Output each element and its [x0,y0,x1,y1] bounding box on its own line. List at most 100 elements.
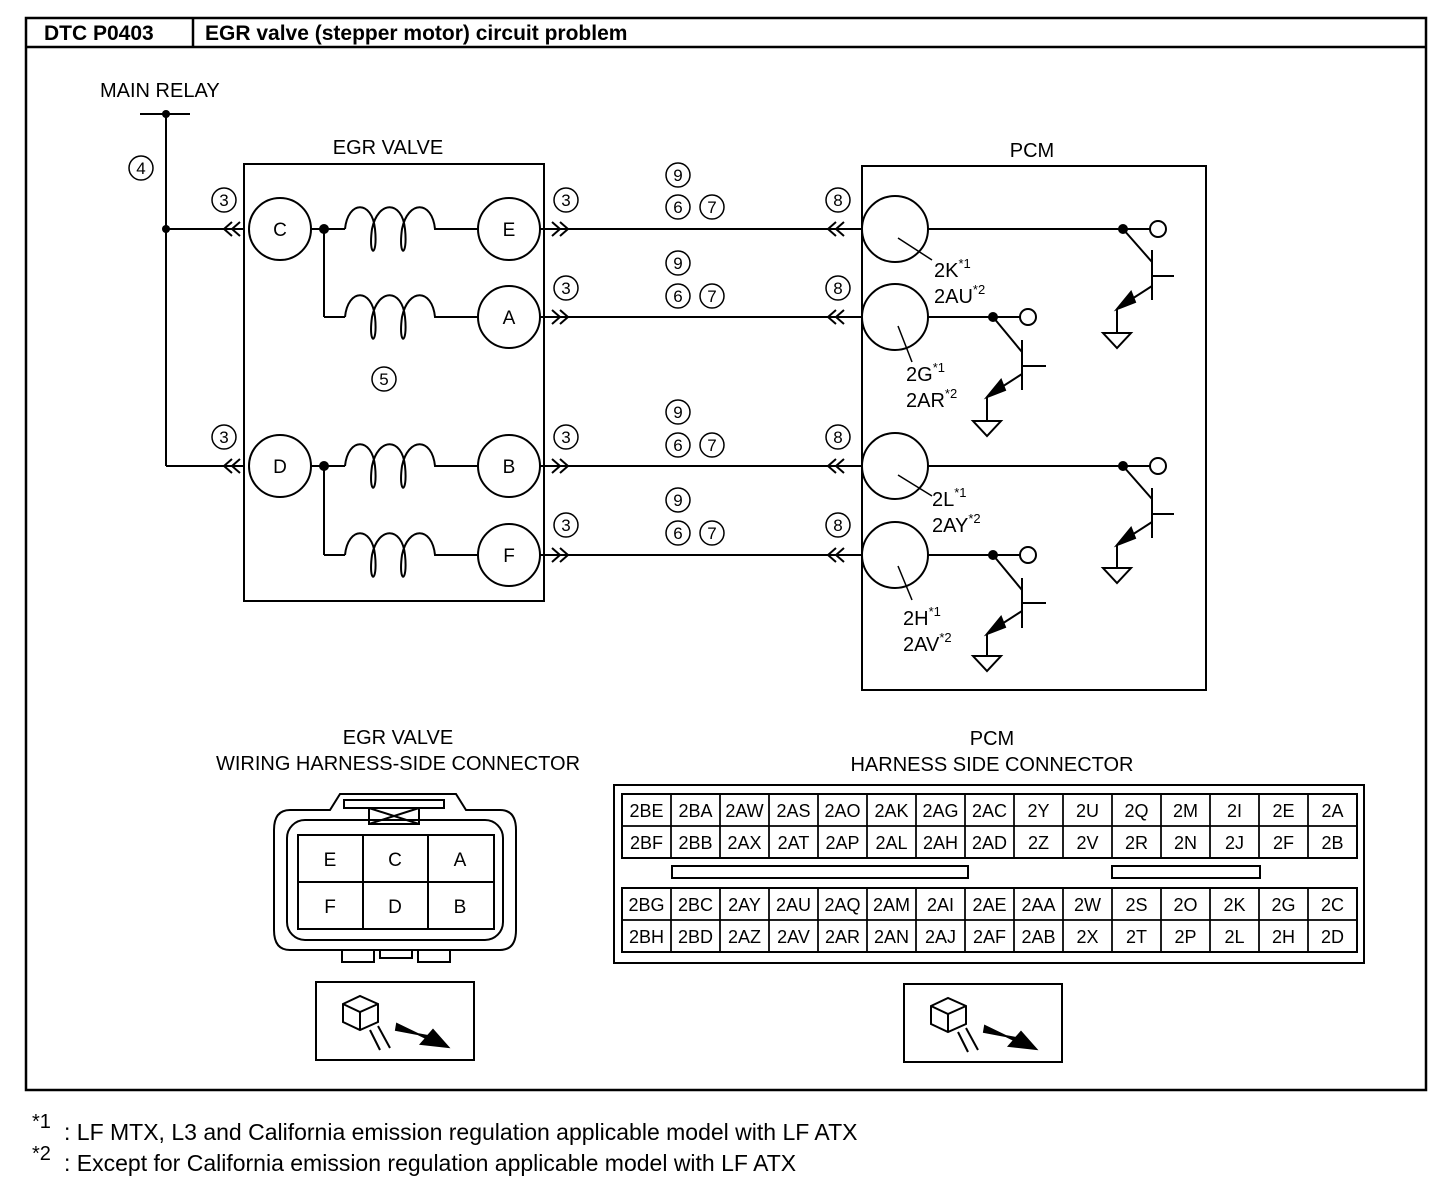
egr-terminal-c: C [248,197,312,261]
pcm-terminals [861,195,929,589]
svg-text:7: 7 [707,198,716,217]
svg-text:3: 3 [561,279,570,298]
svg-text:9: 9 [673,491,682,510]
pcm-connector-pin: 2T [1126,927,1147,947]
pcm-connector-pin: 2X [1076,927,1098,947]
egr-terminal-d: D [248,434,312,498]
svg-text:7: 7 [707,287,716,306]
pcm-connector-pin: 2N [1174,833,1197,853]
pcm-connector-pin: 2AY [728,895,761,915]
svg-text:3: 3 [219,191,228,210]
pcm-connector-pin: 2R [1125,833,1148,853]
pcm-box [861,165,1207,691]
svg-text:8: 8 [833,279,842,298]
pcm-connector-pin: 2BD [678,927,713,947]
pcm-connector-pin: 2AH [923,833,958,853]
egr-terminal-f: F [477,523,541,587]
svg-text:: LF MTX, L3 and California em: : LF MTX, L3 and California emission reg… [64,1119,857,1145]
svg-text:D: D [388,897,402,918]
pcm-connector-pin: 2BE [629,801,663,821]
pcm-connector-pin: 2AL [875,833,907,853]
pcm-connector-pin: 2AX [727,833,761,853]
pcm-connector-pin: 2AN [874,927,909,947]
egr-connector-title-1: EGR VALVE [343,727,453,749]
svg-text:8: 8 [833,516,842,535]
svg-text:9: 9 [673,166,682,185]
pcm-pin-label-4: 2H*1 2AV*2 [903,604,952,656]
pin-leaders [897,237,933,601]
pcm-connector-pin: 2P [1174,927,1196,947]
svg-text:3: 3 [219,428,228,447]
svg-text:: Except for California emissi: : Except for California emission regulat… [64,1150,796,1176]
svg-text:E: E [324,850,337,871]
pcm-connector-pin: 2G [1271,895,1295,915]
circled-4: 4 [128,155,154,181]
pcm-connector-pin: 2L [1224,927,1244,947]
svg-text:2H*1: 2H*1 [903,604,941,630]
pcm-pin-label-1: 2K*1 2AU*2 [934,256,985,308]
svg-text:2G*1: 2G*1 [906,360,945,386]
svg-text:D: D [273,457,287,478]
pcm-connector-pin: 2AO [824,801,860,821]
svg-text:2AY*2: 2AY*2 [932,511,981,537]
egr-valve-label: EGR VALVE [333,137,443,159]
pcm-connector-pin: 2Q [1124,801,1148,821]
egr-connector-pins: E C A F D B [324,850,467,918]
svg-text:6: 6 [673,436,682,455]
dtc-code: DTC P0403 [44,22,154,45]
pcm-connector-pin: 2AE [972,895,1006,915]
pcm-connector-pin: 2AI [927,895,954,915]
svg-text:3: 3 [561,516,570,535]
pcm-connector-pin: 2AS [776,801,810,821]
footnote-1: *1 : LF MTX, L3 and California emission … [32,1111,857,1145]
svg-text:7: 7 [707,436,716,455]
svg-text:F: F [324,897,336,918]
pcm-connector-pin: 2AM [873,895,910,915]
svg-text:F: F [503,546,515,567]
pcm-connector-pin: 2E [1272,801,1294,821]
footnote-2: *2 : Except for California emission regu… [32,1143,796,1176]
svg-text:6: 6 [673,524,682,543]
pcm-connector-pin: 2BF [630,833,663,853]
svg-text:2AR*2: 2AR*2 [906,386,957,412]
pcm-connector-title-2: HARNESS SIDE CONNECTOR [850,754,1133,776]
pcm-connector-pin: 2S [1125,895,1147,915]
pcm-pin-label-2: 2G*1 2AR*2 [906,360,957,412]
pcm-connector-pin: 2BH [629,927,664,947]
pcm-connector-pin: 2AF [973,927,1006,947]
svg-text:2AV*2: 2AV*2 [903,630,952,656]
pcm-connector-face [613,784,1365,964]
pcm-connector-pin: 2U [1076,801,1099,821]
pcm-connector-pin: 2AG [922,801,958,821]
pcm-connector-pin: 2A [1321,801,1343,821]
egr-terminal-a: A [477,285,541,349]
egr-connector-title-2: WIRING HARNESS-SIDE CONNECTOR [216,753,580,775]
svg-text:B: B [503,457,516,478]
pcm-connector-pin: 2AW [725,801,763,821]
pcm-connector-cell [1307,919,1358,953]
pcm-connector-pin: 2BA [678,801,712,821]
pcm-connector-pin: 2AR [825,927,860,947]
svg-text:A: A [503,308,516,329]
svg-text:3: 3 [561,428,570,447]
svg-text:7: 7 [707,524,716,543]
svg-text:C: C [273,220,287,241]
pcm-connector-pin: 2W [1074,895,1101,915]
pcm-connector-pin: 2O [1173,895,1197,915]
dtc-title: EGR valve (stepper motor) circuit proble… [205,22,627,45]
egr-connector-face [273,793,517,963]
pcm-connector-view-icon [903,983,1063,1063]
pcm-connector-pin: 2BG [628,895,664,915]
pcm-connector-pin: 2B [1321,833,1343,853]
pcm-connector-pin: 2BC [678,895,713,915]
svg-text:4: 4 [136,159,145,178]
svg-text:*2: *2 [32,1143,51,1165]
pcm-connector-pin: 2V [1076,833,1098,853]
pcm-connector-pin: 2J [1225,833,1244,853]
pcm-connector-pin: 2F [1273,833,1294,853]
circled-5: 5 [371,366,397,392]
pcm-connector-pin: 2M [1173,801,1198,821]
harness-wires [540,221,862,563]
pcm-connector-pin: 2AJ [925,927,956,947]
